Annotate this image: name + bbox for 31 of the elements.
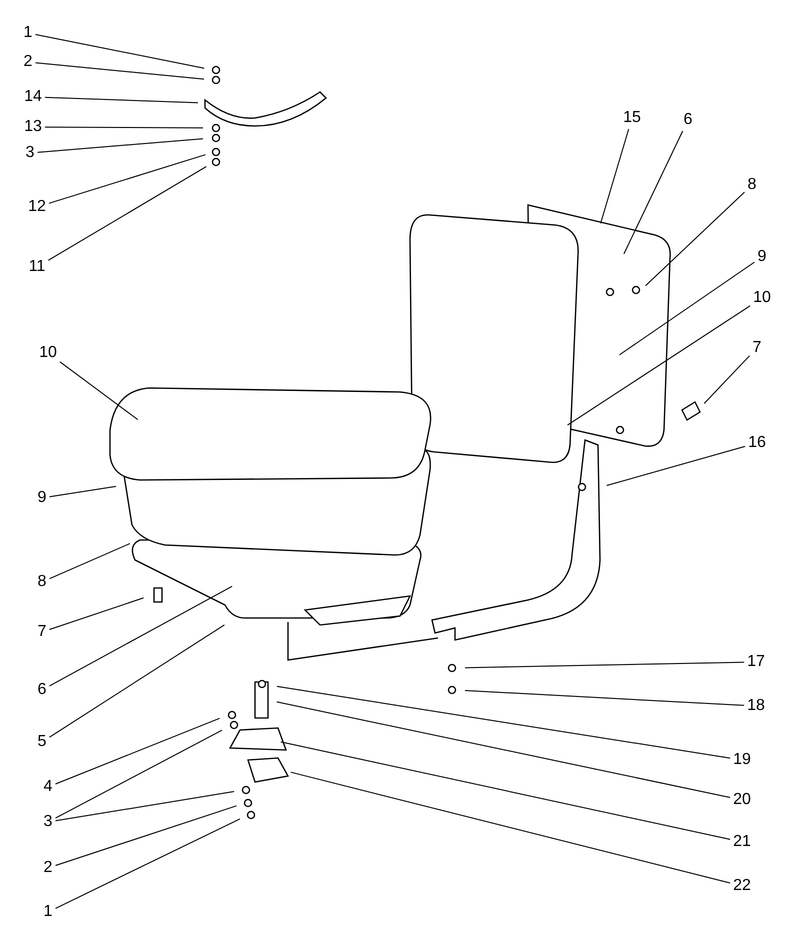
- leader-line: [48, 166, 207, 261]
- leader-line: [280, 741, 731, 840]
- leader-line: [49, 586, 233, 686]
- leader-line: [49, 486, 117, 498]
- leader-line: [600, 128, 630, 224]
- leader-line: [44, 126, 204, 128]
- leader-line: [59, 361, 138, 420]
- leader-line: [464, 662, 745, 668]
- leader-line: [290, 772, 731, 884]
- leader-line: [276, 686, 731, 759]
- leader-line: [567, 305, 751, 426]
- leader-line: [48, 154, 206, 204]
- leader-line: [35, 34, 205, 69]
- leader-line: [55, 805, 237, 866]
- leader-line: [55, 818, 240, 909]
- leader-line: [55, 730, 222, 819]
- leader-line: [44, 96, 198, 104]
- leader-line: [35, 62, 204, 80]
- leader-line: [618, 262, 755, 356]
- leader-line: [276, 701, 731, 798]
- leader-line: [49, 597, 144, 630]
- leader-line: [645, 192, 745, 286]
- leader-line: [49, 543, 130, 580]
- leader-line: [55, 718, 220, 784]
- leader-line: [37, 138, 204, 153]
- leader-line: [55, 791, 235, 822]
- leader-line: [606, 446, 746, 486]
- leader-line: [464, 690, 745, 706]
- leader-line: [704, 355, 750, 404]
- leader-line: [49, 624, 225, 738]
- leader-line: [623, 130, 684, 254]
